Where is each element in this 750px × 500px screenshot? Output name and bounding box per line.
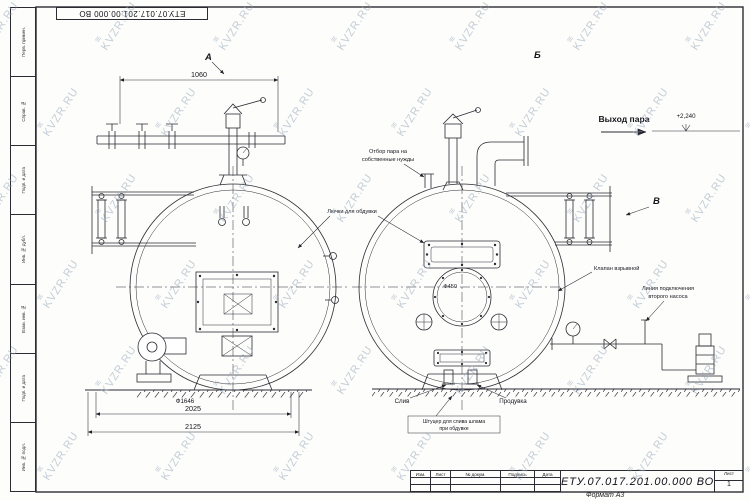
svg-text:Штуцер для слива шлама: Штуцер для слива шлама (423, 419, 485, 425)
title-block-grid: Изм. Лист № докум. Подпись Дата (411, 471, 561, 492)
support-left (193, 374, 273, 391)
steam-outlet-elbow (476, 136, 529, 186)
drawing-frame (35, 6, 744, 493)
ash-box (221, 335, 253, 357)
label-drain: Слив (395, 398, 411, 405)
tb-col-list: Лист (431, 471, 451, 478)
water-gauge-left (91, 186, 196, 254)
sheet-value: 1 (727, 481, 731, 488)
stamp-cell: Справ. № (11, 77, 35, 147)
tb-col-date: Дата (535, 471, 561, 478)
second-pump (687, 333, 723, 383)
manhole: Ф450 (432, 267, 492, 327)
water-gauge-right (506, 186, 612, 252)
left-stamp-column: Перв. примен. Справ. № Подп. и дата Инв.… (10, 7, 36, 492)
label-second-pump-2: второго насоса (648, 294, 688, 300)
format-note: Формат А3 (586, 492, 625, 499)
label-blow-hatches: Лючки для обдувки (327, 209, 377, 215)
title-block: Изм. Лист № докум. Подпись Дата ЕТУ.07.0… (410, 470, 743, 492)
burner-fan (136, 332, 187, 383)
safety-valve-right (442, 107, 481, 191)
inverted-doc-code-block: ЕТУ.07.017.201.00.000 ВО (56, 7, 208, 20)
safety-valve-left (219, 97, 266, 186)
stamp-label: Инв. № дубл. (20, 235, 26, 264)
view-a-front (85, 97, 350, 410)
support-right (421, 373, 503, 391)
stamp-cell: Подп. и дата (11, 354, 35, 423)
bottom-hatch (433, 349, 491, 385)
tb-col-docnum: № докум. (451, 471, 501, 478)
own-needs-stub (422, 173, 434, 188)
stamp-cell: Инв. № дубл. (11, 215, 35, 285)
stamp-cell: Перв. примен. (11, 8, 35, 78)
pressure-gauge-left (236, 146, 250, 166)
label-second-pump-1: Линия подключения (642, 286, 694, 292)
label-steam-outlet: Выход пара (598, 114, 649, 124)
stamp-label: Подп. и дата (20, 167, 26, 194)
annotations: Б Отбор пара на собственные нужды Лючки … (297, 50, 740, 434)
view-b-label: Б (534, 50, 541, 61)
tb-col-sign: Подпись (501, 471, 535, 478)
steam-manifold (96, 123, 286, 149)
label-own-needs-1: Отбор пара на (369, 149, 408, 155)
stamp-label: Подп. и дата (20, 374, 26, 402)
blowoff-hatch-top (423, 240, 501, 269)
inverted-doc-code: ЕТУ.07.017.201.00.000 ВО (78, 9, 186, 18)
dimensions-left: 1060 2025 2125 Ф1646 А (87, 52, 300, 436)
stamp-label: Взам. инв. № (20, 304, 26, 333)
sheet-label: Лист (714, 471, 743, 481)
view-v-label: В (653, 196, 660, 207)
view-a-label: А (204, 52, 212, 63)
label-sludge-fitting: Штуцер для слива шлама при обдувке (407, 395, 501, 434)
dim-manhole-diameter: Ф450 (443, 284, 457, 290)
tb-col-izm: Изм. (411, 471, 431, 478)
dim-base-width: 2025 (185, 404, 201, 413)
label-elevation: +2,240 (676, 113, 696, 120)
stamp-label: Перв. примен. (20, 27, 26, 58)
label-own-needs-2: собственные нужды (362, 157, 414, 163)
dim-overall-width: 2125 (185, 422, 201, 431)
drawing-code: ЕТУ.07.017.201.00.000 ВО (561, 471, 715, 492)
furnace-door (195, 271, 279, 333)
stamp-cell: Подп. и дата (11, 146, 35, 216)
label-explosion-valve: Клапан взрывной (594, 265, 639, 272)
stamp-cell: Инв. № подл. (11, 423, 35, 491)
svg-text:при обдувке: при обдувке (439, 426, 468, 432)
stamp-label: Справ. № (20, 100, 26, 122)
pump-piping (550, 319, 723, 383)
dim-top-width: 1060 (191, 70, 207, 79)
sheet-cell: Лист 1 (714, 471, 743, 492)
dim-shell-diameter: Ф1646 (176, 398, 195, 405)
stamp-cell: Взам. инв. № (11, 285, 35, 354)
stamp-label: Инв. № подл. (20, 442, 26, 472)
label-blowdown: Продувка (499, 398, 527, 405)
view-b-front: Ф450 (352, 107, 740, 410)
